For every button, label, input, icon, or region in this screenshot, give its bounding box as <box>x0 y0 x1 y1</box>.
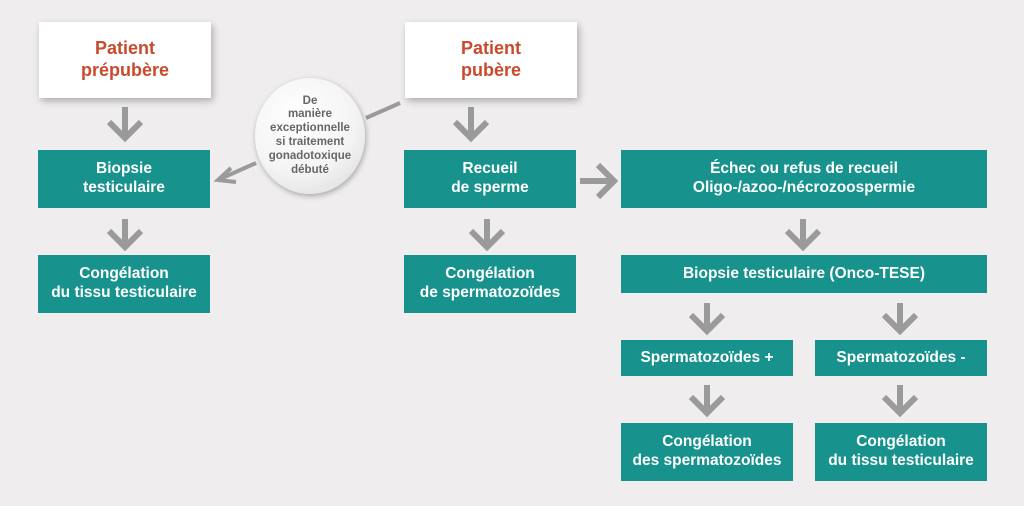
arrow-down-icon <box>881 303 919 336</box>
exception-note-bubble: De manière exceptionnelle si traitement … <box>255 78 365 194</box>
tissue-freeze-box-left: Congélation du tissu testiculaire <box>38 255 210 313</box>
arrow-down-icon <box>106 219 144 252</box>
arrow-down-icon <box>881 385 919 418</box>
arrow-down-icon <box>688 385 726 418</box>
tissue-freeze-box-right: Congélation du tissu testiculaire <box>815 423 987 481</box>
arrow-down-icon <box>452 107 490 143</box>
start-box-prepubertal: Patient prépubère <box>39 22 211 98</box>
connector-line <box>365 101 401 120</box>
onco-tese-biopsy-box: Biopsie testiculaire (Onco-TESE) <box>621 255 987 293</box>
sperm-negative-box: Spermatozoïdes - <box>815 340 987 376</box>
arrow-diagonal-icon <box>213 161 257 184</box>
arrow-down-icon <box>468 219 506 252</box>
arrow-down-icon <box>688 303 726 336</box>
arrow-down-icon <box>106 107 144 143</box>
sperm-positive-box: Spermatozoïdes + <box>621 340 793 376</box>
sperm-freeze-box: Congélation de spermatozoïdes <box>404 255 576 313</box>
collection-failure-box: Échec ou refus de recueil Oligo-/azoo-/n… <box>621 150 987 208</box>
biopsy-box-left: Biopsie testiculaire <box>38 150 210 208</box>
arrow-down-icon <box>784 219 822 252</box>
arrow-right-icon <box>580 162 619 200</box>
start-box-pubertal: Patient pubère <box>405 22 577 98</box>
sperm-collection-box: Recueil de sperme <box>404 150 576 208</box>
sperm-freeze-box-right: Congélation des spermatozoïdes <box>621 423 793 481</box>
